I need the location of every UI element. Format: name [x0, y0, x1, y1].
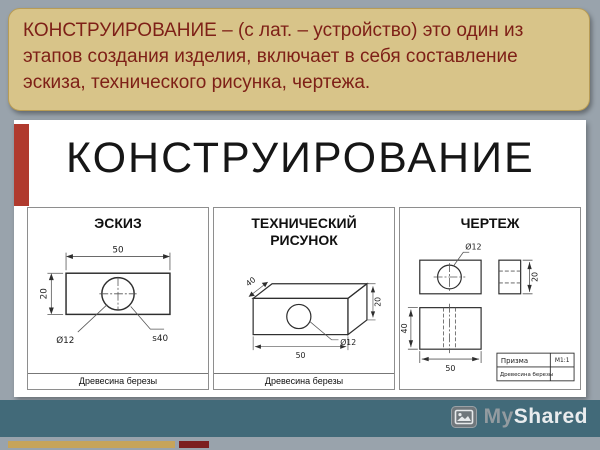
- dim-hole-label: Ø12: [340, 338, 356, 347]
- definition-box: КОНСТРУИРОВАНИЕ – (с лат. – устройство) …: [8, 8, 590, 111]
- dim-height-label: 20: [374, 296, 383, 306]
- watermark-shared: Shared: [513, 405, 588, 428]
- sketch-drawing: 50 20 Ø12 s40: [39, 245, 171, 346]
- dim-hole-label: Ø12: [56, 335, 74, 346]
- technical-drawing: 40 20 50 Ø12: [244, 275, 383, 360]
- panels-row: ЭСКИЗ: [27, 207, 581, 390]
- panel-sketch: ЭСКИЗ: [27, 207, 209, 390]
- dim-depth-label: 40: [400, 323, 409, 333]
- dim-width-label: 50: [445, 364, 455, 373]
- panel-drawing: ЧЕРТЕЖ: [399, 207, 581, 390]
- title-block-scale: М1:1: [555, 357, 570, 364]
- footer-band: MyShared: [0, 400, 600, 437]
- red-accent-bar: [14, 124, 29, 206]
- dim-width-label: 50: [296, 350, 306, 359]
- footer-bar-gold: [8, 441, 175, 448]
- definition-text: КОНСТРУИРОВАНИЕ – (с лат. – устройство) …: [23, 20, 524, 94]
- myshared-logo-text: MyShared: [484, 405, 588, 429]
- panel-drawing-title: ЧЕРТЕЖ: [460, 215, 520, 231]
- footer-bar-red: [179, 441, 209, 448]
- title-block-name: Призма: [501, 357, 528, 365]
- dim-height-label: 20: [39, 288, 49, 300]
- myshared-logo-icon: [450, 406, 477, 428]
- panel-technical-caption: Древесина березы: [214, 373, 394, 389]
- blueprint-drawing: Ø12 50 40 20 Призма М1:1 Древесина берез…: [400, 241, 575, 382]
- slide-title: КОНСТРУИРОВАНИЕ: [66, 134, 535, 182]
- dim-width-label: 50: [112, 245, 124, 255]
- title-block-material: Древесина березы: [500, 372, 553, 378]
- panel-technical: ТЕХНИЧЕСКИЙ РИСУНОК: [213, 207, 395, 390]
- dim-height-label: 20: [530, 272, 539, 282]
- panel-technical-title: ТЕХНИЧЕСКИЙ РИСУНОК: [251, 215, 357, 248]
- panel-sketch-caption: Древесина березы: [28, 373, 208, 389]
- dim-thickness-label: s40: [152, 334, 168, 344]
- watermark-my: My: [483, 405, 514, 428]
- dim-hole-label: Ø12: [465, 241, 481, 251]
- myshared-watermark[interactable]: MyShared: [450, 405, 588, 429]
- slide-content: КОНСТРУИРОВАНИЕ ЭСКИЗ: [14, 120, 586, 397]
- dim-depth-label: 40: [244, 275, 257, 288]
- panel-sketch-title: ЭСКИЗ: [94, 215, 142, 231]
